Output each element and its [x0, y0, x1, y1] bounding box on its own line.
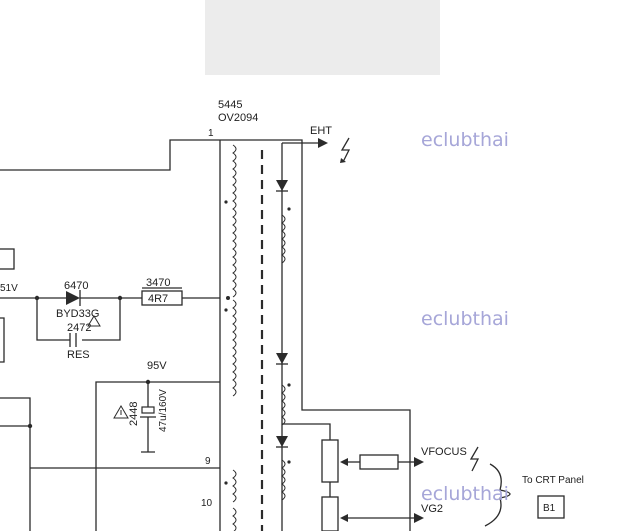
primary-circuit: 51V 6470 BYD33G 3470 4R7 2472 RES 95V 24… [0, 139, 230, 531]
eht-arrow [318, 138, 328, 148]
winding-dot [224, 200, 228, 204]
junction-dot [226, 296, 230, 300]
hv-diode-3 [276, 436, 288, 447]
transformer-ref-label: 5445 [218, 99, 242, 111]
cap-2448-ground [140, 416, 156, 453]
secondary-winding-1 [281, 214, 286, 264]
high-voltage-icon [340, 137, 351, 163]
connector-text: To CRT Panel [522, 475, 584, 486]
hv-diode-1 [276, 180, 288, 191]
pin-10-label: 10 [201, 498, 213, 509]
warning-triangle-small-icon [87, 315, 101, 327]
capacitor-2472-note: RES [67, 349, 90, 361]
capacitor-2472-label: 2472 [67, 322, 91, 334]
res-branch-wire [36, 298, 121, 341]
resistor-ref-label: 3470 [146, 277, 170, 289]
winding-dot [287, 460, 291, 464]
vg2-wiper-arrow [340, 514, 348, 522]
vg2-potentiometer [321, 496, 339, 531]
secondary-winding-3 [281, 459, 286, 501]
voltage-51v-label: 51V [0, 283, 18, 294]
pin-1-wire [0, 139, 220, 171]
secondary-winding-2 [281, 384, 286, 426]
eht-label: EHT [310, 125, 332, 137]
watermark-text: eclubthai [421, 483, 509, 505]
vg2-label: VG2 [421, 503, 443, 515]
eht-output: EHT [282, 125, 351, 163]
diode-part-label: BYD33G [56, 308, 99, 320]
hv-diode-2 [276, 353, 288, 364]
watermark-text: eclubthai [421, 308, 509, 330]
capacitor-2448-ref: 2448 [128, 402, 140, 426]
diode-ref-label: 6470 [64, 280, 88, 292]
scan-artifact [205, 0, 440, 75]
transformer-part-label: OV2094 [218, 112, 258, 124]
pin-9-label: 9 [205, 456, 211, 467]
connector-ref: B1 [543, 503, 556, 514]
voltage-95v-label: 95V [147, 360, 167, 372]
focus-feed-wire [282, 423, 331, 440]
vfocus-arrow [414, 457, 424, 467]
resistor-value-label: 4R7 [148, 293, 168, 305]
offscreen-component-1 [0, 248, 15, 270]
winding-dot [224, 481, 228, 485]
vfocus-label: VFOCUS [421, 446, 467, 458]
pin-1-label: 1 [208, 128, 214, 139]
rail-95v-wire [95, 381, 220, 531]
capacitor-2472 [69, 333, 77, 347]
aux-winding [232, 469, 237, 531]
connector-brace [484, 463, 511, 527]
vg2-arrow [414, 513, 424, 523]
focus-network: VFOCUS VG2 To CRT Panel B1 [282, 423, 584, 531]
winding-dot [287, 383, 291, 387]
focus-wiper-arrow [340, 458, 348, 466]
watermark-text: eclubthai [421, 129, 509, 151]
high-voltage-arrowhead [340, 158, 346, 163]
diode-6470 [66, 291, 80, 305]
focus-hv-icon [469, 446, 480, 472]
primary-winding-lower [232, 299, 237, 397]
primary-winding-upper [232, 144, 237, 298]
focus-resistor [359, 454, 399, 470]
capacitor-2448-value: 47u/160V [158, 389, 169, 432]
capacitor-2448 [141, 406, 155, 414]
offscreen-component-2 [0, 317, 5, 363]
focus-potentiometer [321, 439, 339, 483]
warning-triangle-icon [113, 405, 129, 419]
transformer-5445: 5445 OV2094 1 9 10 [201, 99, 411, 531]
winding-dot [224, 308, 228, 312]
transformer-frame [219, 139, 411, 531]
connector-box [537, 495, 565, 519]
winding-dot [287, 207, 291, 211]
left-lower-wire [0, 397, 31, 531]
